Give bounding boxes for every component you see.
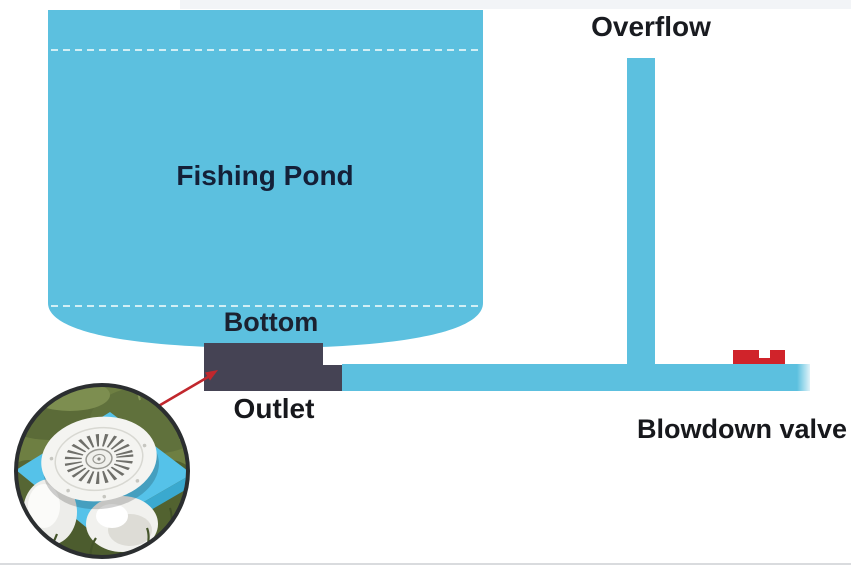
drain-pipe — [342, 364, 810, 391]
blowdown-valve — [733, 350, 785, 364]
blowdown-valve-label: Blowdown valve — [636, 414, 848, 444]
bottom-label: Bottom — [223, 307, 319, 337]
drain-pipe-end-fade — [797, 363, 813, 392]
bottom-outlet-block — [204, 343, 342, 391]
pvc-pipe-elbow — [23, 479, 158, 552]
bottom-divider-line — [0, 563, 851, 565]
overflow-label: Overflow — [591, 11, 711, 42]
outlet-label: Outlet — [233, 393, 315, 424]
drain-photo-inset — [14, 383, 190, 559]
top-background-strip — [180, 0, 851, 9]
overflow-pipe — [627, 58, 655, 366]
inset-border — [14, 383, 190, 559]
white-drain-cover — [41, 416, 159, 510]
pond-label: Fishing Pond — [176, 160, 354, 191]
pond-shape — [48, 10, 483, 348]
